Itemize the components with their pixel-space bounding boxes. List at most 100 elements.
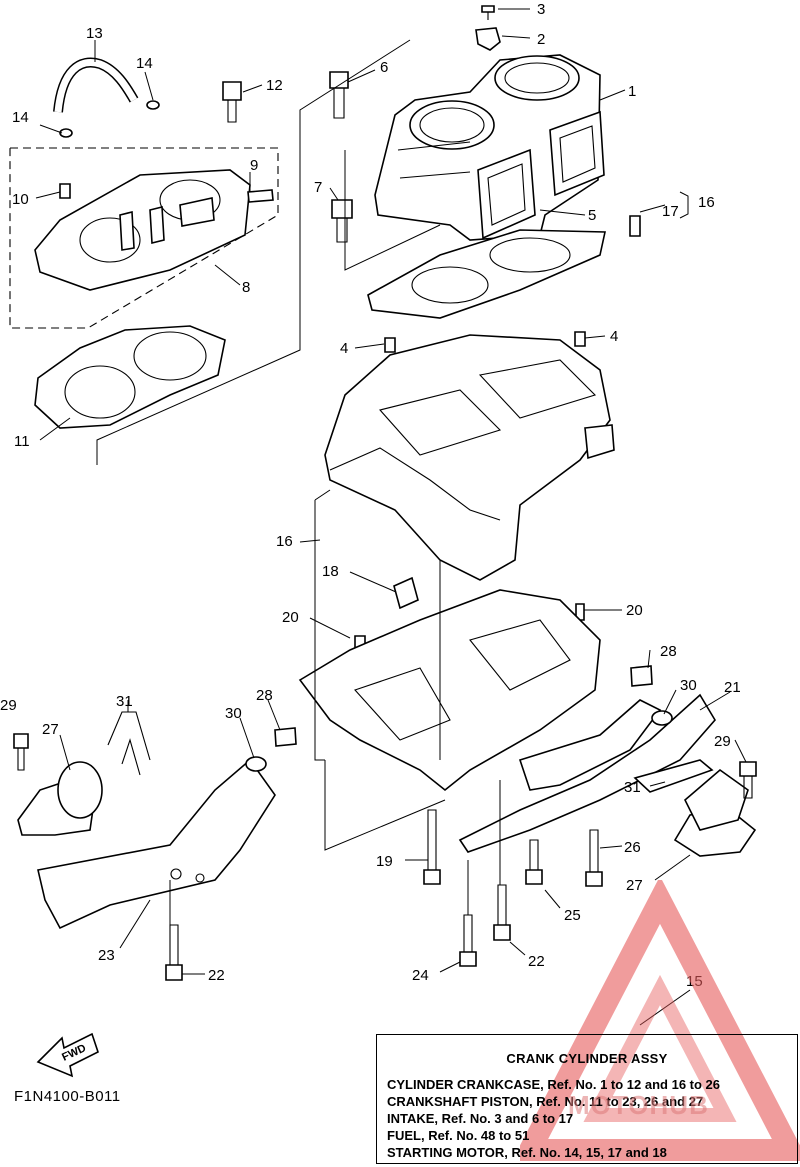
callout-28-right: 28 (660, 643, 677, 660)
callout-5: 5 (588, 207, 596, 224)
callout-7: 7 (314, 179, 322, 196)
hose-13 (53, 57, 139, 113)
callout-2: 2 (537, 31, 545, 48)
callout-14-lower: 14 (12, 109, 29, 126)
engine-mount-left (17, 761, 103, 836)
dowel-4a (384, 337, 396, 353)
bolt-29b (739, 761, 757, 799)
bolt-7 (331, 199, 353, 243)
bolt-29a (13, 733, 29, 771)
callout-22-left: 22 (208, 967, 225, 984)
callout-3: 3 (537, 1, 545, 18)
manifold-8 (34, 169, 251, 291)
washer-30b (651, 710, 673, 726)
gasket-5 (367, 229, 606, 319)
callout-4-right: 4 (610, 328, 618, 345)
callout-1: 1 (628, 83, 636, 100)
callout-23: 23 (98, 947, 115, 964)
legend-row: FUEL, Ref. No. 48 to 51 (387, 1128, 529, 1143)
washer-30a (245, 756, 267, 772)
callout-19: 19 (376, 853, 393, 870)
sleeve-18 (393, 576, 419, 610)
bolt-19 (423, 809, 441, 885)
callout-30-left: 30 (225, 705, 242, 722)
legend-row-label: STARTING MOTOR, (387, 1145, 508, 1160)
legend-row-label: CRANKSHAFT PISTON, (387, 1094, 533, 1109)
sensor-cap (475, 27, 501, 51)
watermark-text: MOTOHUB (568, 1090, 709, 1120)
dowel-17 (629, 215, 641, 237)
ground-lead-31a (107, 711, 151, 776)
dowel-20b (575, 603, 585, 621)
callout-12: 12 (266, 77, 283, 94)
callout-28-left: 28 (256, 687, 273, 704)
callout-leaders (35, 8, 747, 1026)
legend-row: CYLINDER CRANKCASE, Ref. No. 1 to 12 and… (387, 1077, 720, 1092)
bolt-12 (222, 81, 242, 123)
callout-27-right: 27 (626, 877, 643, 894)
callout-31-left: 31 (116, 693, 133, 710)
callout-20-left: 20 (282, 609, 299, 626)
fitting-10 (59, 183, 71, 199)
bolt-26 (585, 829, 603, 887)
screw-3 (481, 5, 495, 20)
callout-4-left: 4 (340, 340, 348, 357)
callout-17: 17 (662, 203, 679, 220)
upper-crankcase (324, 334, 615, 581)
bolt-22a (165, 924, 183, 981)
ground-lead-31b (633, 759, 714, 793)
dowel-4b (574, 331, 586, 347)
legend-title: CRANK CYLINDER ASSY (506, 1051, 668, 1066)
legend-row-ref: Ref. No. 1 to 12 and 16 to 26 (547, 1077, 721, 1092)
callout-10: 10 (12, 191, 29, 208)
legend-row-ref: Ref. No. 14, 15, 17 and 18 (511, 1145, 667, 1160)
bolt-6 (329, 71, 349, 119)
legend-row: STARTING MOTOR, Ref. No. 14, 15, 17 and … (387, 1145, 667, 1160)
callout-21: 21 (724, 679, 741, 696)
reference-lines (96, 39, 501, 925)
callout-29-right: 29 (714, 733, 731, 750)
callout-15: 15 (686, 973, 703, 990)
callout-16-lower: 16 (276, 533, 293, 550)
callout-30-right: 30 (680, 677, 697, 694)
legend-row-ref: Ref. No. 48 to 51 (428, 1128, 530, 1143)
callout-8: 8 (242, 279, 250, 296)
fitting-9 (247, 189, 274, 203)
intake-group-outline (9, 147, 279, 329)
callout-14-upper: 14 (136, 55, 153, 72)
callout-22-right: 22 (528, 953, 545, 970)
callout-31-right: 31 (624, 779, 641, 796)
callout-16-upper: 16 (698, 194, 715, 211)
bolt-25 (525, 839, 543, 885)
cylinder-block (374, 54, 605, 241)
engine-mount-right (673, 768, 757, 857)
hose-clip-b (59, 128, 73, 138)
callout-13: 13 (86, 25, 103, 42)
legend-row: CRANKSHAFT PISTON, Ref. No. 11 to 23, 26… (387, 1094, 703, 1109)
legend-row-ref: Ref. No. 3 and 6 to 17 (441, 1111, 574, 1126)
legend-box: CRANK CYLINDER ASSY CYLINDER CRANKCASE, … (376, 1034, 798, 1164)
fwd-arrow-icon: FWD (36, 1032, 99, 1078)
legend-row: INTAKE, Ref. No. 3 and 6 to 17 (387, 1111, 573, 1126)
callout-9: 9 (250, 157, 258, 174)
bolt-28a (274, 727, 297, 747)
bolt-24 (459, 914, 477, 967)
gasket-11 (34, 325, 226, 429)
bracket-23 (37, 758, 276, 930)
bolt-22b (493, 884, 511, 941)
hose-clip-a (146, 100, 160, 110)
callout-29-left: 29 (0, 697, 17, 714)
legend-row-label: INTAKE, (387, 1111, 439, 1126)
callout-24: 24 (412, 967, 429, 984)
callout-20-right: 20 (626, 602, 643, 619)
legend-row-label: FUEL, (387, 1128, 425, 1143)
callout-11: 11 (14, 433, 30, 450)
callout-6: 6 (380, 59, 388, 76)
figure-code: F1N4100-B011 (14, 1088, 121, 1105)
legend-row-label: CYLINDER CRANKCASE, (387, 1077, 544, 1092)
callout-25: 25 (564, 907, 581, 924)
legend-row-ref: Ref. No. 11 to 23, 26 and 27 (536, 1094, 704, 1109)
callout-18: 18 (322, 563, 339, 580)
callout-26: 26 (624, 839, 641, 856)
